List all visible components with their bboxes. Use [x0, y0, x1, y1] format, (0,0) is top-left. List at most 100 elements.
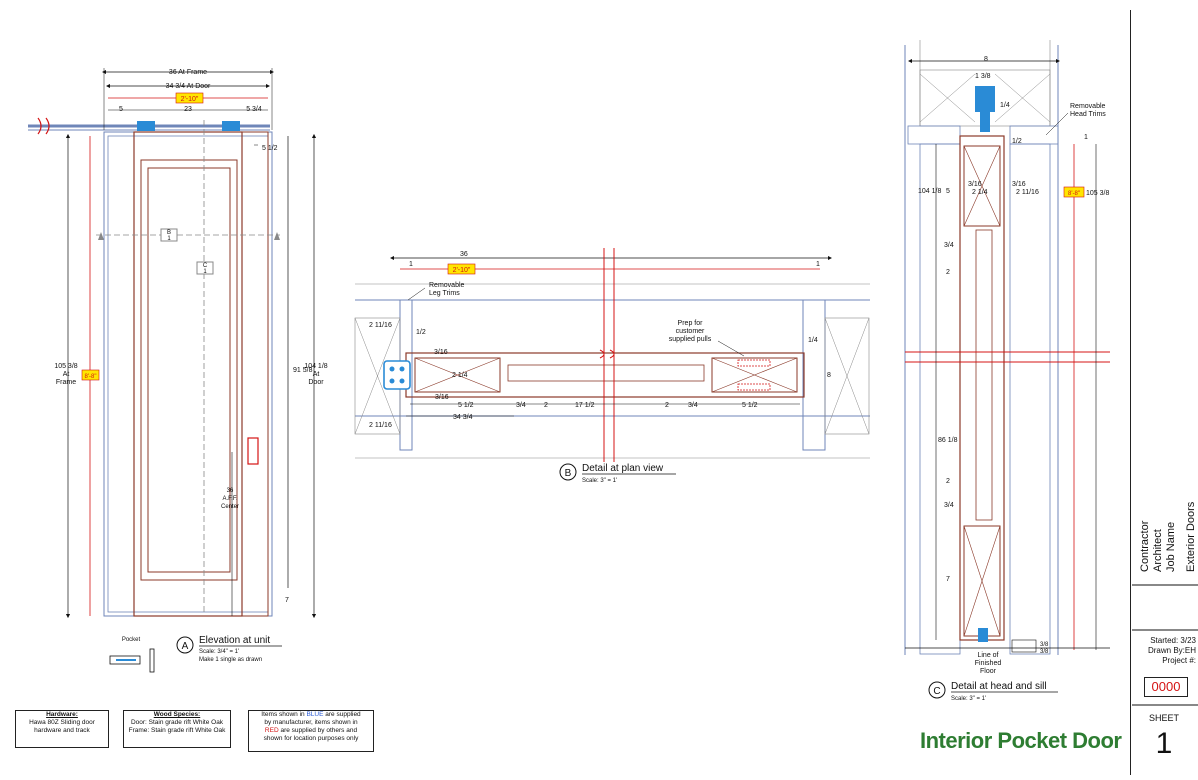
svg-text:2: 2 — [544, 402, 548, 409]
svg-text:3/16: 3/16 — [1012, 181, 1026, 188]
floor-guide-icon — [383, 360, 411, 390]
svg-text:3/16: 3/16 — [434, 349, 448, 356]
svg-text:8'-8": 8'-8" — [85, 374, 97, 380]
elevation-view: B 1 C 1 36 At Frame 34 3/4 At Door 2'-10… — [28, 68, 328, 673]
svg-text:A.F.F.: A.F.F. — [222, 496, 237, 502]
sheet-main-title: Interior Pocket Door — [920, 728, 1122, 753]
svg-text:2 1/4: 2 1/4 — [452, 372, 468, 379]
svg-text:Exterior Doors: Exterior Doors — [1185, 501, 1197, 572]
title-block — [1130, 10, 1198, 775]
svg-text:3/4: 3/4 — [688, 402, 698, 409]
svg-text:Scale: 3" = 1': Scale: 3" = 1' — [582, 478, 617, 484]
svg-text:105 3/8: 105 3/8 — [54, 363, 77, 370]
svg-text:1/2: 1/2 — [416, 329, 426, 336]
svg-text:3/4: 3/4 — [516, 402, 526, 409]
svg-text:3/16: 3/16 — [968, 181, 982, 188]
svg-text:A: A — [182, 641, 189, 652]
svg-text:8'-8": 8'-8" — [1068, 191, 1080, 197]
svg-text:Scale: 3" = 1': Scale: 3" = 1' — [951, 696, 986, 702]
svg-text:8: 8 — [984, 56, 988, 63]
dim-at-door: 34 3/4 At Door — [166, 83, 211, 90]
wood-species-note: Wood Species: Door: Stain grade rift Whi… — [123, 710, 231, 748]
svg-text:Scale: 3/4" = 1': Scale: 3/4" = 1' — [199, 649, 239, 655]
hardware-carriage-right-icon — [222, 121, 240, 131]
svg-text:2 11/16: 2 11/16 — [1016, 189, 1039, 196]
svg-text:1: 1 — [1084, 134, 1088, 141]
svg-text:2 11/16: 2 11/16 — [369, 322, 392, 329]
svg-text:5 1/2: 5 1/2 — [458, 402, 474, 409]
svg-text:1: 1 — [203, 269, 207, 275]
svg-text:91 5/8: 91 5/8 — [293, 367, 313, 374]
svg-text:Frame: Frame — [56, 379, 76, 386]
svg-text:1 3/8: 1 3/8 — [975, 73, 991, 80]
svg-text:104 1/8: 104 1/8 — [918, 188, 941, 195]
svg-text:Contractor: Contractor — [1139, 520, 1151, 572]
svg-text:At: At — [313, 371, 320, 378]
title-block-rotated: Contractor Architect Job Name Exterior D… — [1132, 501, 1198, 706]
svg-text:2: 2 — [946, 269, 950, 276]
section-marker-b — [160, 228, 178, 242]
elevation-width-red: 2'-10" — [181, 96, 199, 103]
elevation-title: Elevation at unit — [199, 635, 270, 646]
svg-text:5 1/2: 5 1/2 — [262, 145, 278, 152]
svg-text:Center: Center — [221, 504, 239, 510]
svg-text:1: 1 — [167, 236, 171, 242]
svg-text:3/4: 3/4 — [944, 502, 954, 509]
svg-text:3/8: 3/8 — [1040, 642, 1049, 648]
svg-text:1/4: 1/4 — [1000, 102, 1010, 109]
sheet-number: 1 — [1155, 727, 1173, 760]
svg-text:1/2: 1/2 — [1012, 138, 1022, 145]
svg-text:17 1/2: 17 1/2 — [575, 402, 595, 409]
svg-text:3/4: 3/4 — [944, 242, 954, 249]
svg-text:7: 7 — [946, 576, 950, 583]
svg-text:B: B — [167, 230, 171, 236]
dim-at-frame: 36 At Frame — [169, 69, 207, 76]
svg-text:3/8: 3/8 — [1040, 649, 1049, 655]
svg-text:Architect: Architect — [1152, 529, 1164, 572]
svg-text:2 11/16: 2 11/16 — [369, 422, 392, 429]
svg-text:At: At — [63, 371, 70, 378]
view-bubble-a — [176, 636, 194, 654]
project-number: 0000 — [1144, 677, 1188, 697]
svg-text:2: 2 — [665, 402, 669, 409]
plan-view: 36 2'-10" 1 1 Re — [354, 248, 870, 484]
title-block-info: Started: 3/23 Drawn By:EH Project #: — [1147, 636, 1196, 665]
svg-text:Pocket: Pocket — [122, 637, 141, 643]
svg-text:5 3/4: 5 3/4 — [246, 106, 262, 113]
svg-text:7: 7 — [285, 597, 289, 604]
svg-text:1/4: 1/4 — [808, 337, 818, 344]
svg-text:23: 23 — [184, 106, 192, 113]
svg-text:105 3/8: 105 3/8 — [1086, 190, 1109, 197]
svg-text:5: 5 — [119, 106, 123, 113]
flush-pull-icon — [247, 437, 259, 465]
sheet-label: SHEET — [1148, 713, 1179, 723]
roller-hardware-icon — [975, 86, 995, 112]
view-bubble-b — [559, 463, 577, 481]
svg-text:36: 36 — [460, 251, 468, 258]
svg-text:2 1/4: 2 1/4 — [972, 189, 988, 196]
svg-text:2: 2 — [946, 478, 950, 485]
svg-text:Make 1 single as drawn: Make 1 single as drawn — [199, 657, 262, 663]
svg-text:1: 1 — [409, 261, 413, 268]
svg-text:34 3/4: 34 3/4 — [453, 414, 473, 421]
svg-text:36: 36 — [227, 488, 234, 494]
svg-text:104 1/8: 104 1/8 — [304, 363, 327, 370]
svg-text:1: 1 — [816, 261, 820, 268]
svg-text:2'-10": 2'-10" — [453, 267, 471, 274]
section-title: Detail at head and sill — [951, 681, 1047, 692]
svg-text:Door: Door — [308, 379, 324, 386]
view-bubble-c — [928, 681, 946, 699]
plan-title: Detail at plan view — [582, 463, 664, 474]
floor-guide-section-icon — [978, 628, 988, 642]
hardware-carriage-left-icon — [137, 121, 155, 131]
svg-text:5 1/2: 5 1/2 — [742, 402, 758, 409]
svg-text:86 1/8: 86 1/8 — [938, 437, 958, 444]
svg-text:Job Name: Job Name — [1165, 522, 1177, 572]
